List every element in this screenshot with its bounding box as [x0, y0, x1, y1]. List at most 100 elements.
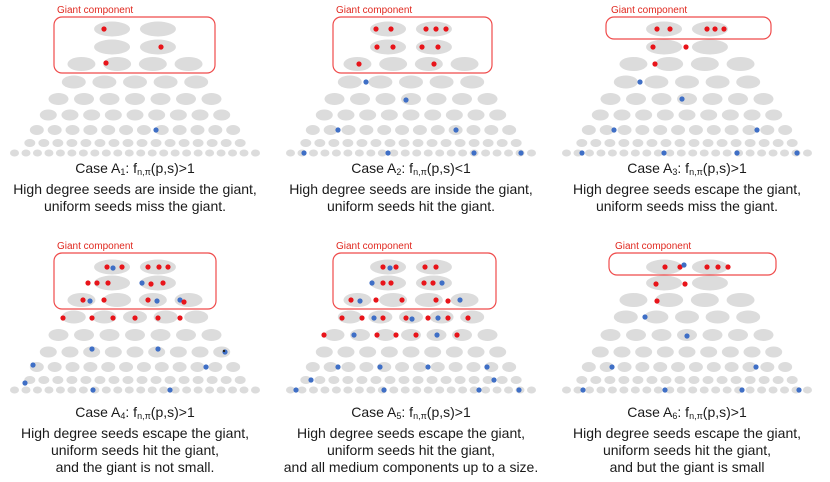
component-blob: [678, 109, 696, 121]
component-blob: [94, 376, 106, 384]
component-blob: [320, 149, 330, 157]
component-blob: [653, 125, 668, 135]
component-blob: [226, 125, 241, 135]
component-blob: [786, 376, 798, 384]
component-blob: [314, 376, 326, 384]
high-degree-seed-dot: [652, 61, 658, 67]
component-blob: [136, 362, 151, 372]
component-blob: [778, 125, 793, 135]
component-blob: [216, 149, 226, 157]
uniform-seed-dot: [491, 377, 497, 383]
high-degree-seed-dot: [119, 264, 125, 270]
component-blob: [674, 139, 686, 147]
component-blob: [94, 21, 131, 37]
component-blob: [736, 75, 761, 89]
high-degree-seed-dot: [653, 281, 659, 287]
component-blob: [356, 376, 368, 384]
component-blob: [745, 386, 755, 394]
component-blob: [172, 125, 187, 135]
component-blob: [24, 139, 36, 147]
component-blob: [653, 362, 668, 372]
component-blob: [481, 386, 491, 394]
component-blob: [504, 386, 514, 394]
component-blob: [596, 386, 606, 394]
component-blob: [342, 139, 354, 147]
uniform-seed-dot: [435, 315, 441, 321]
high-degree-seed-dot: [132, 315, 138, 321]
component-blob: [489, 346, 507, 358]
component-blob: [356, 139, 368, 147]
component-blob: [599, 125, 614, 135]
component-blob: [660, 139, 672, 147]
component-blob: [66, 376, 78, 384]
component-blob: [174, 293, 203, 307]
component-blob: [581, 125, 596, 135]
component-blob: [688, 386, 698, 394]
giant-component-box: [332, 16, 493, 74]
component-blob: [426, 376, 438, 384]
component-blob: [182, 386, 192, 394]
component-blob: [626, 329, 646, 341]
component-blob: [350, 93, 370, 105]
uniform-seed-dot: [177, 297, 183, 303]
component-blob: [467, 109, 485, 121]
component-blob: [435, 149, 445, 157]
component-blobs: [286, 21, 536, 157]
component-blob: [138, 57, 167, 71]
high-degree-seed-dot: [662, 264, 668, 270]
component-blob: [126, 346, 144, 358]
component-blob: [700, 346, 718, 358]
component-blob: [619, 293, 648, 307]
component-blob: [320, 386, 330, 394]
component-blob: [184, 310, 209, 324]
component-blob: [744, 139, 756, 147]
component-blob: [239, 149, 249, 157]
high-degree-seed-dot: [145, 264, 151, 270]
component-blob: [526, 386, 536, 394]
component-blob: [619, 57, 648, 71]
uniform-seed-dot: [662, 387, 668, 393]
giant-component-label: Giant component: [336, 241, 413, 252]
component-blob: [176, 329, 196, 341]
component-blob: [665, 386, 675, 394]
component-blob: [688, 139, 700, 147]
component-blob: [154, 362, 169, 372]
component-blob: [337, 346, 355, 358]
uniform-seed-dot: [403, 97, 409, 103]
component-blob: [700, 109, 718, 121]
panel-case-a3: Giant component Case A3: fn,π(p,s)>1 Hig…: [552, 0, 822, 241]
high-degree-seed-dot: [650, 44, 656, 50]
component-blob: [226, 362, 241, 372]
component-blob: [153, 75, 178, 89]
component-blob: [651, 93, 672, 105]
component-blob: [728, 329, 748, 341]
component-blob: [600, 329, 621, 341]
uniform-seed-dot: [476, 387, 482, 393]
component-blob: [772, 139, 784, 147]
component-blob: [213, 346, 231, 358]
uniform-seed-dot: [351, 332, 357, 338]
component-blob: [412, 376, 424, 384]
component-blob: [678, 346, 696, 358]
component-blob: [113, 149, 123, 157]
high-degree-seed-dot: [677, 264, 683, 270]
high-degree-seed-dot: [704, 264, 710, 270]
component-blob: [699, 386, 709, 394]
component-blobs: [10, 259, 260, 394]
component-blob: [690, 293, 719, 307]
high-degree-seed-dot: [403, 315, 409, 321]
component-blob: [123, 75, 147, 89]
high-degree-seed-dot: [393, 332, 399, 338]
caption: Case A3: fn,π(p,s)>1 High degree seeds e…: [552, 160, 822, 215]
component-blob: [469, 386, 479, 394]
component-blob: [802, 386, 812, 394]
seed-dots: [580, 262, 802, 393]
high-degree-seed-dot: [413, 332, 419, 338]
component-blob: [482, 376, 494, 384]
component-blob: [758, 139, 770, 147]
component-blob: [395, 362, 410, 372]
uniform-seed-dot: [425, 364, 431, 370]
high-degree-seed-dot: [682, 281, 688, 287]
component-blob: [619, 149, 629, 157]
high-degree-seed-dot: [445, 298, 451, 304]
